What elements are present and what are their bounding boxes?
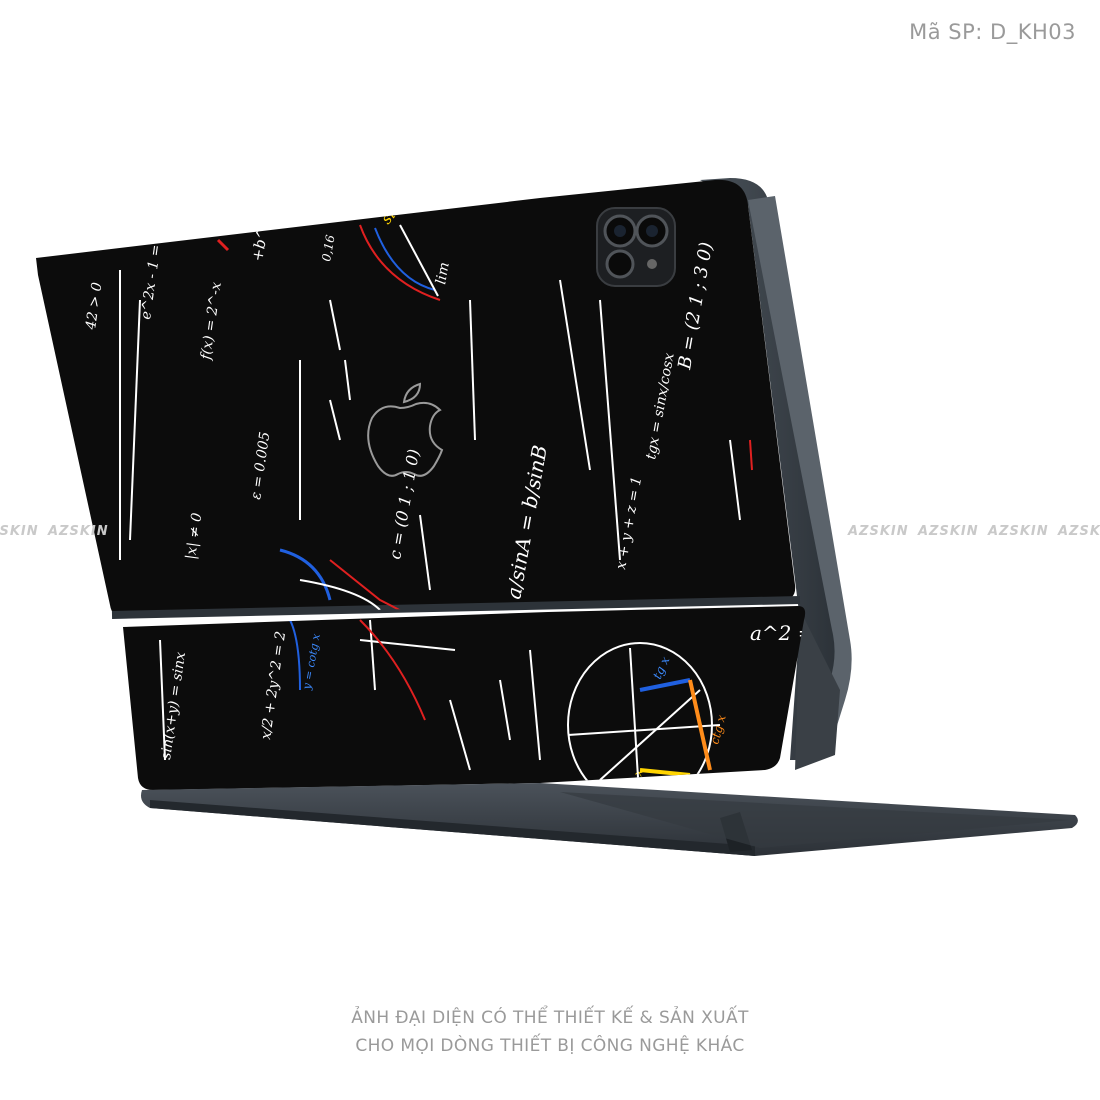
skin-top-panel: [36, 179, 796, 618]
skin-bottom-panel: [123, 606, 806, 790]
formula-42: 42 > 0: [83, 281, 106, 331]
formula-a2b2: a^2 = b^2: [750, 621, 863, 645]
formula-lim: lim: [433, 261, 453, 286]
apple-logo-icon: [367, 382, 444, 477]
watermark-row: AZSKIN AZSKIN AZSKIN AZSKIN AZSKIN AZSKI…: [0, 524, 1100, 546]
camera-module-icon: [596, 207, 676, 287]
watermark: AZSKIN: [988, 524, 1049, 539]
ipad-side-edge: [748, 196, 852, 748]
watermark: AZSKIN: [48, 524, 109, 539]
caption-line-1: ẢNH ĐẠI DIỆN CÓ THỂ THIẾT KẾ & SẢN XUẤT: [351, 1008, 749, 1028]
product-code: Mã SP: D_KH03: [909, 20, 1076, 44]
formula-016: 0,16: [319, 233, 337, 262]
ipad-frame: [700, 178, 847, 760]
watermark: AZSKIN: [0, 524, 39, 539]
watermark: AZSKIN: [1058, 524, 1100, 539]
formula-abs: |x| ≠ 0: [183, 512, 205, 561]
watermark: AZSKIN: [848, 524, 909, 539]
watermark: AZSKIN: [918, 524, 979, 539]
caption-line-2: CHO MỌI DÒNG THIẾT BỊ CÔNG NGHỆ KHÁC: [355, 1036, 745, 1056]
